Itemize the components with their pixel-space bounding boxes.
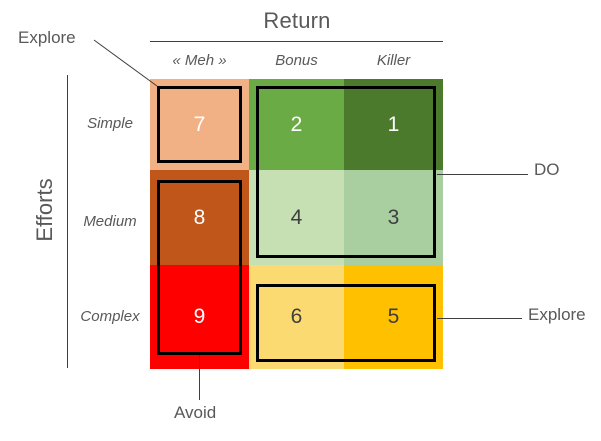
matrix-grid: 7 2 1 8 4 3 9 6 5 — [150, 79, 443, 369]
leader-line-explore-bottom — [437, 318, 522, 319]
group-outline-avoid — [157, 180, 242, 355]
matrix-cell-2[interactable]: 2 — [249, 79, 344, 170]
row-header-simple: Simple — [87, 115, 133, 132]
row-header-medium: Medium — [83, 213, 137, 230]
return-axis-title: Return — [263, 8, 331, 33]
return-axis-rule — [150, 41, 443, 42]
leader-line-do — [437, 174, 528, 175]
group-outline-explore-bottom — [256, 284, 436, 362]
callout-label-explore-bottom: Explore — [528, 305, 586, 324]
callout-label-explore-top: Explore — [18, 28, 76, 47]
matrix-cell-3[interactable]: 3 — [344, 170, 443, 265]
column-header-killer: Killer — [376, 52, 411, 69]
efforts-axis-title: Efforts — [32, 178, 57, 242]
leader-line-avoid — [199, 355, 200, 400]
callout-label-do: DO — [534, 160, 560, 179]
matrix-cell-5[interactable]: 5 — [344, 265, 443, 369]
row-header-complex: Complex — [80, 308, 140, 325]
callout-label-avoid: Avoid — [174, 403, 217, 422]
group-outline-do — [256, 86, 436, 258]
column-header-meh: « Meh » — [172, 52, 227, 69]
column-header-bonus: Bonus — [275, 52, 318, 69]
efforts-axis-rule — [67, 75, 68, 368]
group-outline-explore-top — [157, 86, 242, 163]
